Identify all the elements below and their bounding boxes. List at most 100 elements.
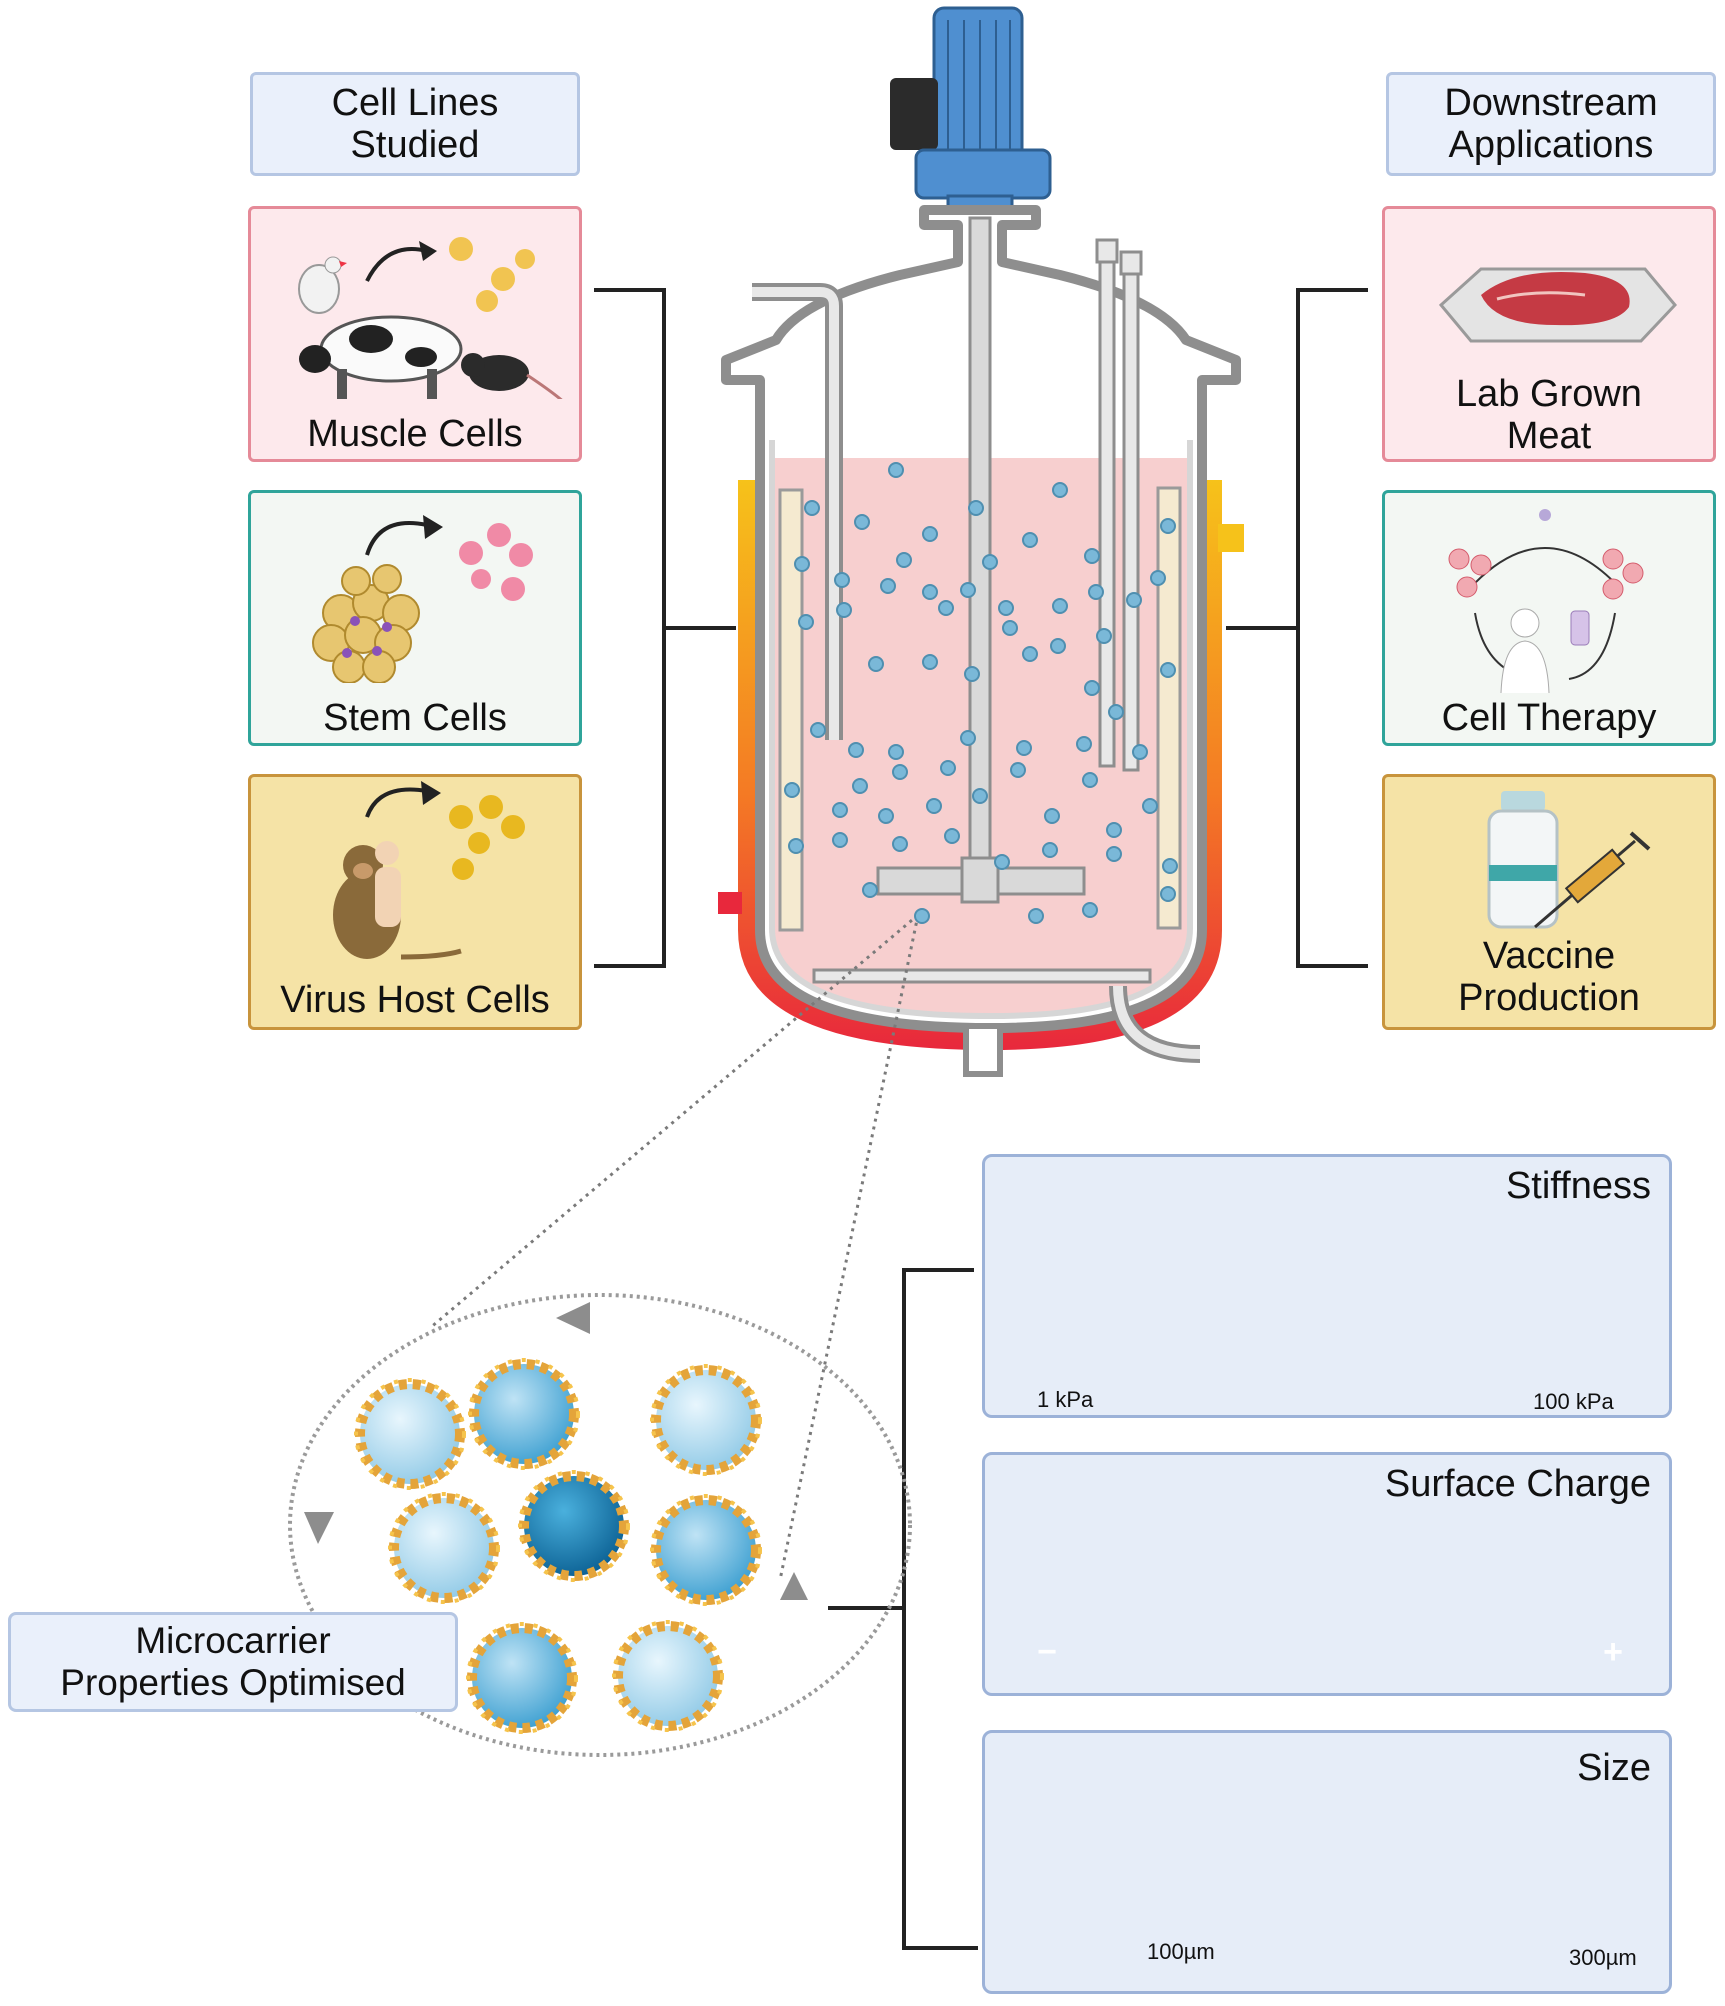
bead xyxy=(922,654,938,670)
size-max-label: 300µm xyxy=(1569,1945,1637,1970)
application-meat: Lab Grown Meat xyxy=(1382,206,1716,462)
cell-line-label: Stem Cells xyxy=(323,697,507,739)
bead xyxy=(804,500,820,516)
cell-line-virus-host: Virus Host Cells xyxy=(248,774,582,1030)
bead xyxy=(1022,532,1038,548)
bead xyxy=(1052,598,1068,614)
negative-charge-label: − xyxy=(1037,1633,1057,1671)
bead xyxy=(964,666,980,682)
bead xyxy=(1082,902,1098,918)
microcarrier-icon xyxy=(612,1620,724,1732)
bead xyxy=(1016,740,1032,756)
bead xyxy=(994,854,1010,870)
bead xyxy=(1108,704,1124,720)
bead xyxy=(854,514,870,530)
bead xyxy=(888,744,904,760)
cell-line-label: Muscle Cells xyxy=(307,413,523,455)
bead xyxy=(1084,680,1100,696)
bead xyxy=(848,742,864,758)
bead xyxy=(892,764,908,780)
bead xyxy=(788,838,804,854)
bead xyxy=(810,722,826,738)
microcarrier-icon xyxy=(650,1494,762,1606)
microcarrier-beads xyxy=(784,462,1178,924)
zoom-lines xyxy=(429,913,920,1581)
panel-title: Surface Charge xyxy=(1384,1463,1651,1505)
bead xyxy=(1010,762,1026,778)
size-panel: Size 100µm 300µm xyxy=(982,1730,1672,1994)
bead xyxy=(888,462,904,478)
stiffness-panel: Stiffness 1 kPa 100 kPa xyxy=(982,1154,1672,1418)
bead xyxy=(1160,662,1176,678)
application-label: Cell Therapy xyxy=(1441,697,1657,739)
bead xyxy=(794,556,810,572)
bead xyxy=(926,798,942,814)
bead xyxy=(798,614,814,630)
bead xyxy=(832,832,848,848)
stiffness-min-label: 1 kPa xyxy=(1037,1387,1094,1412)
bead xyxy=(998,600,1014,616)
stem-cell-cluster-icon xyxy=(312,515,533,683)
bead xyxy=(1050,638,1066,654)
bead xyxy=(868,656,884,672)
bead xyxy=(1022,646,1038,662)
properties-bracket xyxy=(828,1268,978,1950)
bead xyxy=(1142,798,1158,814)
panel-title: Stiffness xyxy=(1505,1165,1651,1207)
microcarrier-icon xyxy=(354,1378,466,1490)
bead xyxy=(1132,744,1148,760)
application-vaccine: Vaccine Production xyxy=(1382,774,1716,1030)
panel-title: Size xyxy=(1577,1747,1651,1789)
bead xyxy=(938,600,954,616)
bead xyxy=(832,802,848,818)
bead xyxy=(1160,886,1176,902)
bead xyxy=(1160,518,1176,534)
vial-syringe-icon xyxy=(1487,791,1651,929)
bead xyxy=(922,526,938,542)
bead xyxy=(940,760,956,776)
size-min-label: 100µm xyxy=(1147,1939,1215,1964)
surface-charge-panel: Surface Charge − + xyxy=(982,1452,1672,1696)
microcarrier-icon xyxy=(466,1622,578,1734)
microcarrier-icon xyxy=(650,1364,762,1476)
positive-charge-label: + xyxy=(1603,1633,1623,1671)
cell-line-label: Virus Host Cells xyxy=(280,979,550,1021)
bead xyxy=(784,782,800,798)
bead xyxy=(852,778,868,794)
bead xyxy=(982,554,998,570)
cell-line-muscle: Muscle Cells xyxy=(248,206,582,462)
bead xyxy=(1150,570,1166,586)
bead xyxy=(968,500,984,516)
bead xyxy=(1162,858,1178,874)
microcarrier-icon xyxy=(518,1470,630,1582)
bead xyxy=(878,808,894,824)
bead xyxy=(880,578,896,594)
bead xyxy=(1096,628,1112,644)
bead xyxy=(862,882,878,898)
application-label: Vaccine Production xyxy=(1458,935,1640,1019)
application-label: Lab Grown Meat xyxy=(1456,373,1642,457)
cycle-ellipse xyxy=(288,1293,912,1757)
bead xyxy=(1082,772,1098,788)
bead xyxy=(1044,808,1060,824)
meat-tray-icon xyxy=(1438,267,1678,343)
bead xyxy=(896,552,912,568)
bead xyxy=(892,836,908,852)
right-header: Downstream Applications xyxy=(1386,72,1716,176)
bead xyxy=(960,582,976,598)
bead xyxy=(1106,846,1122,862)
microcarrier-icon xyxy=(468,1358,580,1470)
bead xyxy=(836,602,852,618)
stiffness-max-label: 100 kPa xyxy=(1533,1389,1614,1414)
bead xyxy=(972,788,988,804)
bead xyxy=(1088,584,1104,600)
cell-line-stem: Stem Cells xyxy=(248,490,582,746)
microcarrier-icon xyxy=(388,1492,500,1604)
monkey-human-icon xyxy=(333,781,525,960)
bead xyxy=(1042,842,1058,858)
arrow-icon xyxy=(304,1512,334,1544)
left-header: Cell Lines Studied xyxy=(250,72,580,176)
right-bracket xyxy=(1226,288,1368,968)
bead xyxy=(1052,482,1068,498)
